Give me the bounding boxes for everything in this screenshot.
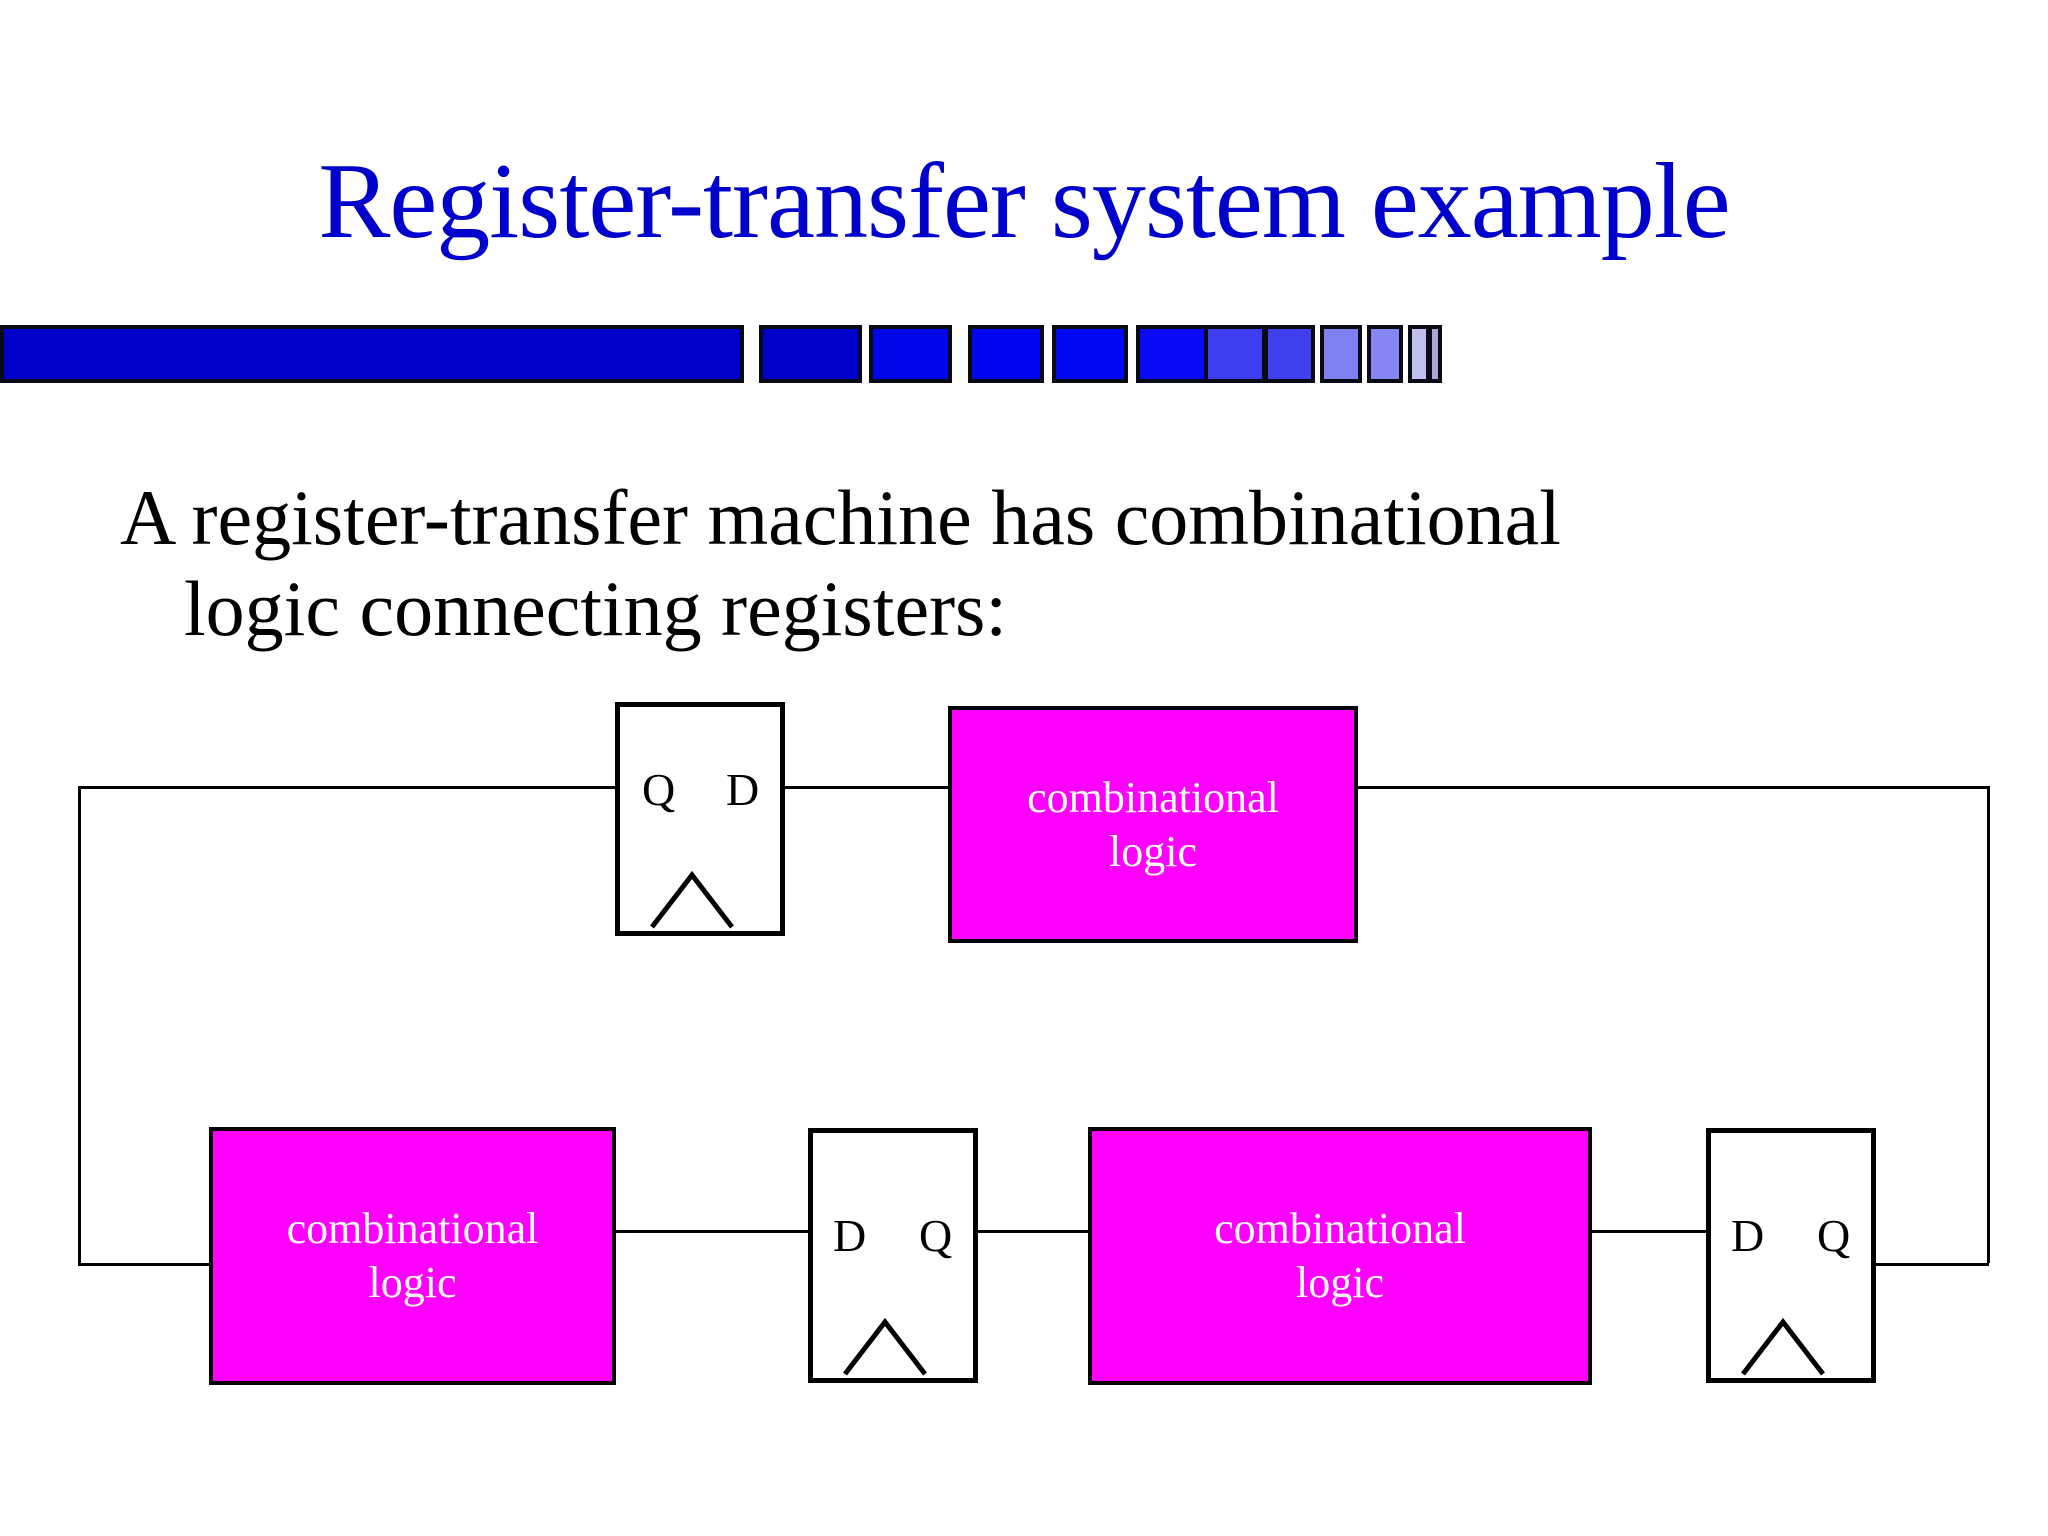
clock-triangle-icon: [650, 870, 734, 929]
decorative-bar-segment: [1136, 325, 1211, 383]
flipflop-top[interactable]: Q D: [615, 702, 785, 936]
decorative-segmented-bar: [0, 325, 1930, 383]
clock-triangle-icon: [1741, 1317, 1825, 1376]
decorative-bar-segment: [968, 325, 1044, 383]
combinational-logic-bottom-middle-label: combinational logic: [1214, 1202, 1466, 1309]
decorative-bar-segment: [759, 325, 862, 383]
flipflop-top-d-label: D: [726, 764, 760, 815]
flipflop-bottom-middle-q-label: Q: [919, 1210, 953, 1261]
decorative-bar-segment: [869, 325, 952, 383]
wire-topff-d-to-cl-top: [783, 786, 951, 789]
combinational-logic-bottom-left[interactable]: combinational logic: [209, 1127, 616, 1385]
combinational-logic-bottom-left-label: combinational logic: [287, 1202, 539, 1309]
wire-left-feedback: [78, 786, 81, 1263]
body-text-line-2: logic connecting registers:: [184, 565, 1008, 653]
body-text: A register-transfer machine has combinat…: [120, 472, 1940, 655]
clock-triangle-icon: [843, 1317, 927, 1376]
wire-right-feedback-down: [1987, 786, 1990, 1263]
logic-label-line-2: logic: [368, 1258, 457, 1307]
body-text-line-1: A register-transfer machine has combinat…: [120, 474, 1561, 561]
logic-label-line-2: logic: [1296, 1258, 1384, 1307]
logic-label-line-2: logic: [1109, 826, 1197, 876]
wire-left-to-cl-bottom-left: [78, 1263, 212, 1266]
flipflop-bottom-middle-d-label: D: [833, 1210, 867, 1261]
flipflop-top-q-label: Q: [642, 764, 676, 815]
decorative-bar-segment: [1367, 325, 1403, 383]
wire-clbm-to-ffright-d: [1589, 1230, 1709, 1233]
flipflop-bottom-right-d-label: D: [1731, 1210, 1765, 1261]
wire-clbl-to-ffmid-d: [613, 1230, 811, 1233]
page-title: Register-transfer system example: [318, 142, 1730, 261]
wire-cltop-out-right: [1356, 786, 1990, 789]
logic-label-line-1: combinational: [286, 1204, 539, 1254]
decorative-bar-segment: [1264, 325, 1315, 383]
decorative-bar-segment: [1428, 325, 1442, 383]
logic-label-line-1: combinational: [1027, 772, 1279, 822]
combinational-logic-bottom-middle[interactable]: combinational logic: [1088, 1127, 1592, 1385]
combinational-logic-top-label: combinational logic: [1027, 771, 1279, 878]
wire-ffmid-q-to-clbm: [976, 1230, 1091, 1233]
combinational-logic-top[interactable]: combinational logic: [948, 706, 1358, 943]
flipflop-bottom-right-q-label: Q: [1817, 1210, 1851, 1261]
decorative-bar-segment: [1320, 325, 1362, 383]
logic-label-line-1: combinational: [1214, 1204, 1466, 1254]
wire-right-to-ff-q: [1873, 1263, 1989, 1266]
flipflop-bottom-middle[interactable]: D Q: [808, 1128, 978, 1383]
decorative-bar-segment: [0, 325, 744, 383]
decorative-bar-segment: [1052, 325, 1128, 383]
wire-topff-q-to-left: [78, 786, 618, 789]
flipflop-bottom-right[interactable]: D Q: [1706, 1128, 1876, 1383]
